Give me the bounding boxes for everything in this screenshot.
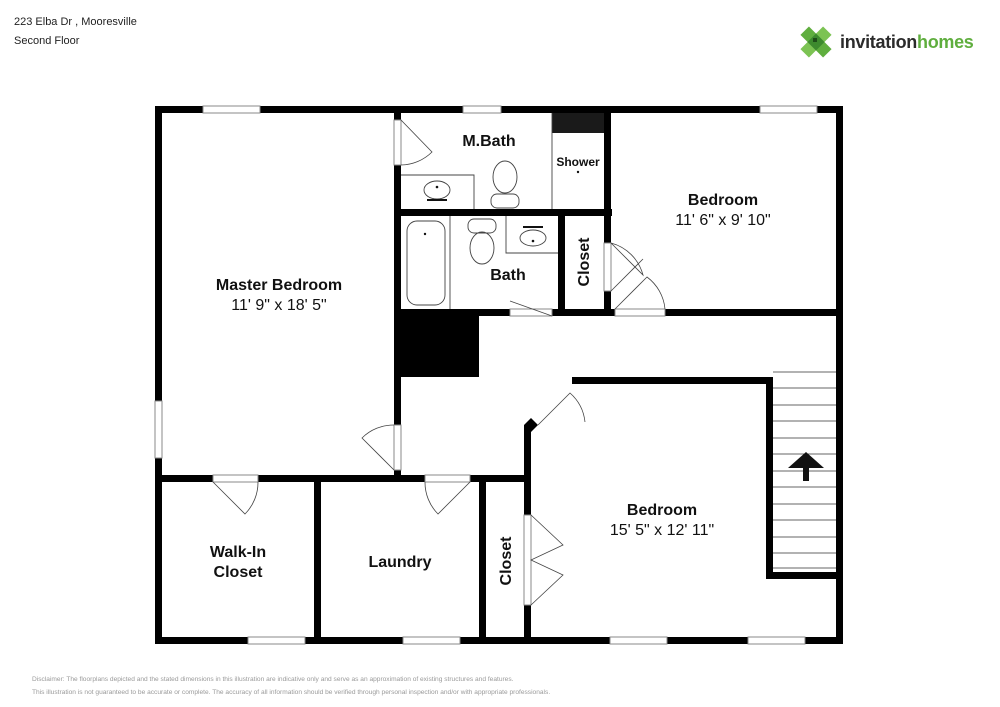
room-bath: Bath (490, 267, 526, 284)
green-clover-logo-icon (800, 26, 832, 58)
room-closet-upper: Closet (576, 237, 593, 287)
address-header: 223 Elba Dr , Mooresville Second Floor (14, 13, 137, 51)
outer-wall-bottom (155, 637, 843, 644)
disclaimer: Disclaimer: The floorplans depicted and … (32, 676, 551, 696)
floor-label: Second Floor (14, 35, 80, 47)
brand-logo: invitationhomes (798, 24, 974, 60)
room-closet-lower: Closet (498, 536, 515, 586)
address-text: 223 Elba Dr , Mooresville (14, 16, 137, 28)
room-laundry: Laundry (368, 554, 432, 571)
room-master-bedroom: Master Bedroom 11' 9" x 18' 5" (215, 277, 343, 314)
room-bedroom-ne: Bedroom 11' 6" x 9' 10" (675, 192, 771, 229)
outer-wall-left (155, 106, 162, 644)
arrow-up-icon (788, 452, 824, 481)
brand-name: invitationhomes (840, 31, 974, 52)
room-walk-in-closet: Walk-In Closet (209, 544, 267, 581)
room-bedroom-se: Bedroom 15' 5" x 12' 11" (609, 502, 715, 539)
room-m-bath: M.Bath (462, 133, 516, 150)
room-shower: Shower (556, 155, 600, 169)
outer-wall-right (836, 106, 843, 644)
